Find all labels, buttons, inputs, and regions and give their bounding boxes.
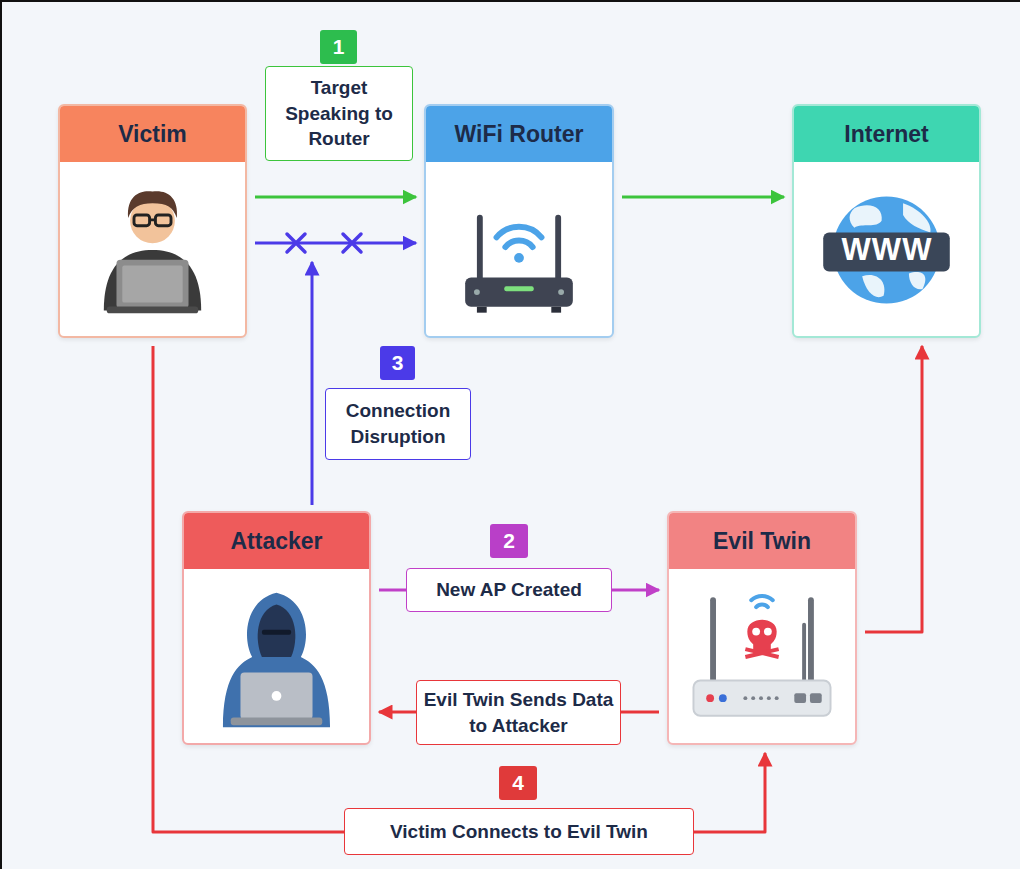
router-card: WiFi Router xyxy=(424,104,614,338)
attacker-card: Attacker xyxy=(182,511,371,745)
callout-number-box: 1 xyxy=(320,30,357,64)
card-header: Victim xyxy=(60,106,245,162)
callout-number: 1 xyxy=(333,35,345,59)
www-text-box: WWW xyxy=(822,230,952,270)
edge-label-box: Victim Connects to Evil Twin xyxy=(344,808,694,855)
callout-number: 2 xyxy=(503,529,515,553)
edge-label: Target Speaking to Router xyxy=(272,75,406,152)
connector-arrow xyxy=(255,196,416,199)
connector-arrow xyxy=(865,346,922,632)
card-header: Attacker xyxy=(184,513,369,569)
card-header: Evil Twin xyxy=(669,513,855,569)
callout-number-box: 2 xyxy=(490,524,528,558)
edge-label: Victim Connects to Evil Twin xyxy=(390,819,648,845)
card-illustration xyxy=(669,569,855,745)
connector-arrow xyxy=(255,242,416,245)
internet-card: Internet xyxy=(792,104,981,338)
www-text: WWW xyxy=(842,232,933,268)
card-title: Victim xyxy=(118,121,187,148)
break-cross xyxy=(343,234,361,252)
card-illustration xyxy=(426,162,612,338)
evil-twin-card: Evil Twin xyxy=(667,511,857,745)
callout-number: 3 xyxy=(392,351,404,375)
disruption-line xyxy=(311,262,314,505)
step-label-box: Connection Disruption xyxy=(325,388,471,460)
edge-label-box: Evil Twin Sends Data to Attacker xyxy=(416,680,621,745)
callout-number: 4 xyxy=(512,771,524,795)
edge-label-box: Target Speaking to Router xyxy=(265,66,413,161)
card-title: WiFi Router xyxy=(455,121,584,148)
callout-number-box: 4 xyxy=(499,766,537,800)
edge-label: New AP Created xyxy=(436,577,582,603)
card-header: Internet xyxy=(794,106,979,162)
break-cross xyxy=(287,234,305,252)
edge-label-box: New AP Created xyxy=(406,568,612,612)
card-illustration xyxy=(184,569,369,745)
edge-label: Evil Twin Sends Data to Attacker xyxy=(423,687,614,738)
card-title: Internet xyxy=(844,121,928,148)
victim-card: Victim xyxy=(58,104,247,338)
connector-arrow xyxy=(622,196,784,199)
card-title: Attacker xyxy=(230,528,322,555)
callout-number-box: 3 xyxy=(380,346,415,380)
card-illustration xyxy=(60,162,245,338)
card-header: WiFi Router xyxy=(426,106,612,162)
card-title: Evil Twin xyxy=(713,528,811,555)
step-label: Connection Disruption xyxy=(332,398,464,449)
